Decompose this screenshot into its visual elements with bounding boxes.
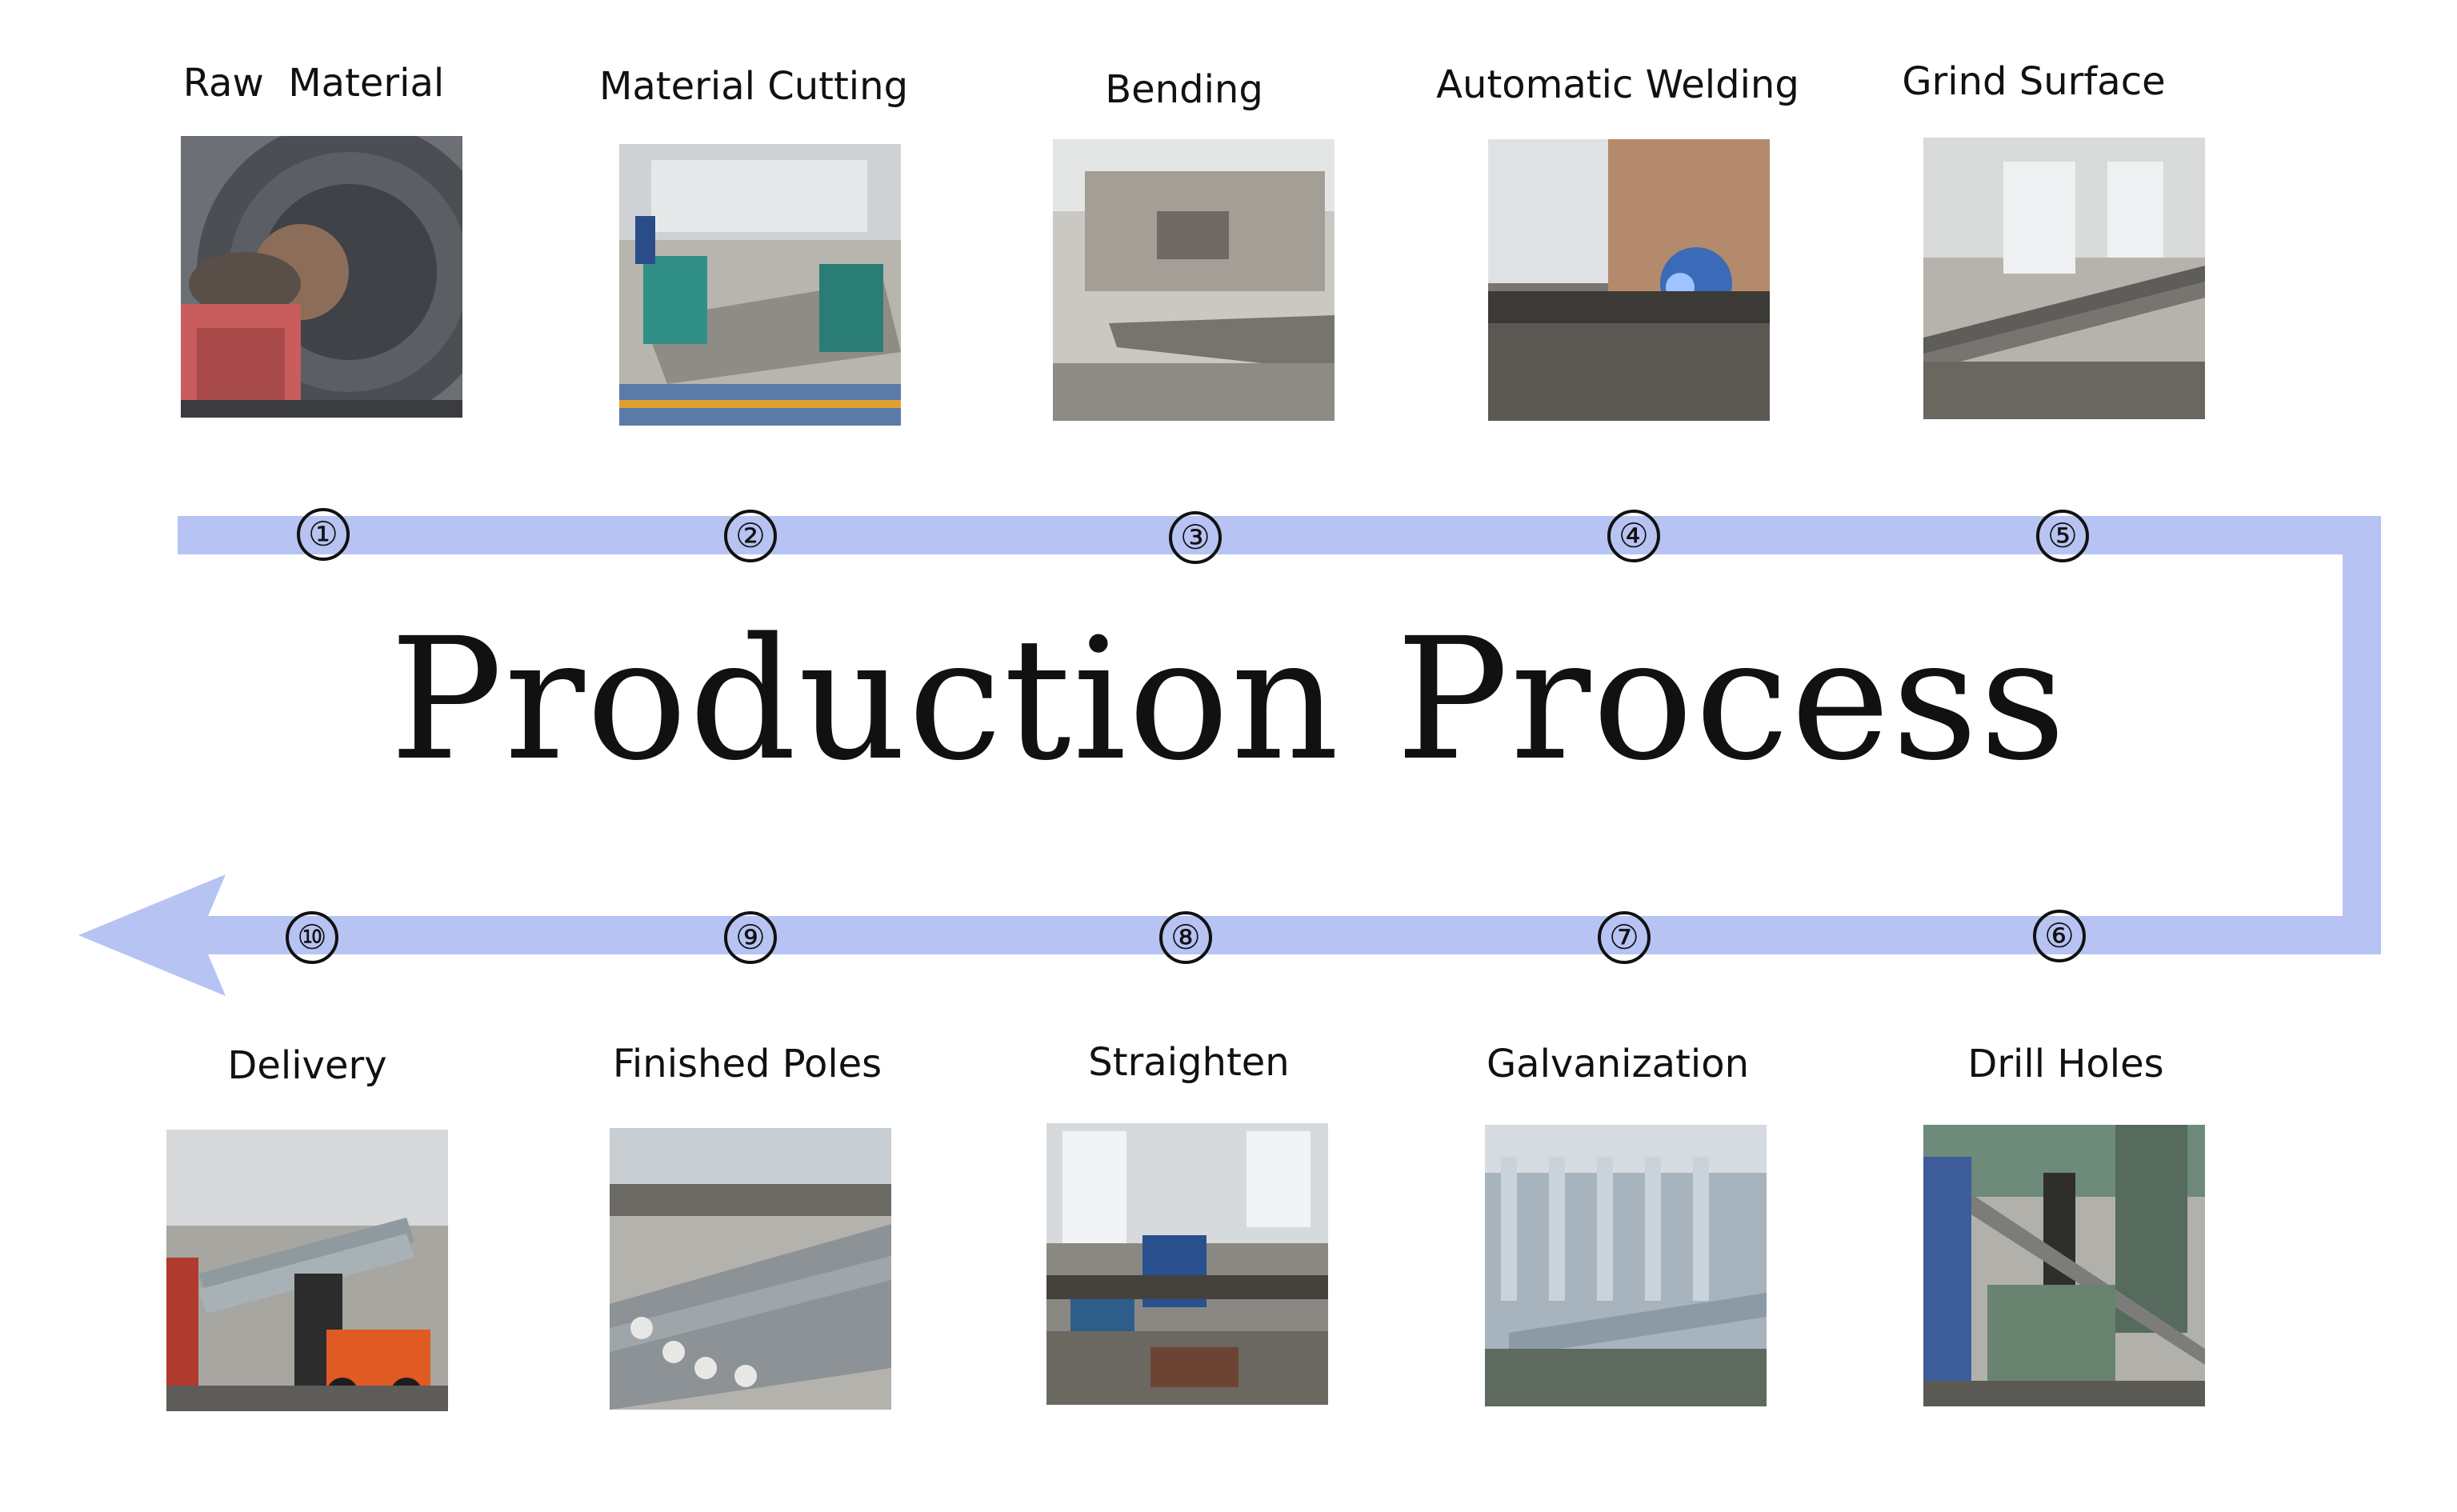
step-label-drill-holes: Drill Holes [1967, 1042, 2164, 1086]
straightening-photo [1046, 1123, 1328, 1405]
step-label-galvanization: Galvanization [1486, 1042, 1750, 1086]
step-label-straighten: Straighten [1088, 1040, 1290, 1085]
flow-band-right [2343, 516, 2381, 954]
step-number-8: ⑧ [1159, 911, 1212, 964]
step-number-1: ① [297, 508, 350, 561]
finished-poles-photo [610, 1128, 891, 1410]
step-number-5: ⑤ [2036, 510, 2089, 562]
cutting-machine-photo [619, 144, 901, 426]
step-label-delivery: Delivery [227, 1043, 387, 1088]
delivery-truck-photo [166, 1130, 448, 1411]
page-title: Production Process [390, 602, 2067, 798]
steel-coil-photo [181, 136, 462, 418]
step-number-7: ⑦ [1598, 911, 1651, 964]
step-number-9: ⑨ [724, 911, 777, 964]
step-label-automatic-welding: Automatic Welding [1436, 62, 1799, 107]
step-number-2: ② [724, 510, 777, 562]
grinding-photo [1923, 138, 2205, 419]
flow-band-top [178, 516, 2381, 554]
flow-band-bottom [200, 916, 2381, 954]
step-label-raw-material: Raw Material [182, 61, 445, 106]
galvanizing-bath-photo [1485, 1125, 1767, 1406]
step-number-4: ④ [1607, 510, 1660, 562]
step-number-6: ⑥ [2033, 910, 2086, 962]
step-label-material-cutting: Material Cutting [598, 64, 909, 109]
welding-photo [1488, 139, 1770, 421]
press-brake-photo [1053, 139, 1335, 421]
step-number-3: ③ [1169, 511, 1222, 564]
step-label-bending: Bending [1105, 67, 1263, 112]
drilling-photo [1923, 1125, 2205, 1406]
step-number-10: ⑩ [286, 911, 338, 964]
step-label-grind-surface: Grind Surface [1902, 59, 2166, 104]
step-label-finished-poles: Finished Poles [612, 1042, 882, 1086]
